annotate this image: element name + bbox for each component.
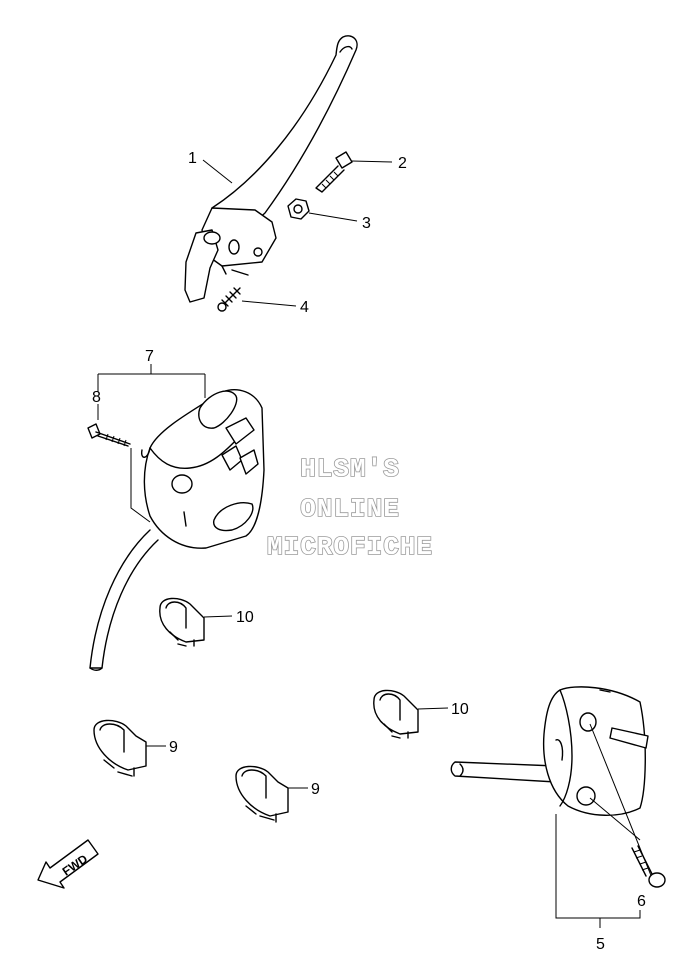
watermark-line-3: MICROFICHE (267, 532, 433, 562)
callout-10-upper: 10 (236, 609, 254, 626)
clamp-10-upper (159, 597, 205, 647)
callout-9-center: 9 (311, 781, 320, 798)
watermark-line-1: HLSM'S (300, 454, 400, 484)
callout-7: 7 (145, 348, 154, 365)
brake-lever (184, 35, 358, 303)
callout-2: 2 (398, 155, 407, 172)
callout-3: 3 (362, 215, 371, 232)
clamp-9-center (235, 765, 289, 823)
callout-4: 4 (300, 299, 309, 316)
watermark-line-2: ONLINE (300, 494, 400, 524)
adjuster-spring (217, 287, 241, 312)
pivot-nut (287, 198, 310, 220)
callout-8: 8 (92, 389, 101, 406)
switch-screw (87, 423, 131, 447)
clamp-9-left (93, 719, 147, 777)
right-switch-screw (589, 723, 666, 888)
clamp-10-right (373, 689, 419, 739)
left-switch-housing (140, 389, 265, 549)
callout-5: 5 (596, 936, 605, 953)
lever-pivot-bolt (315, 151, 353, 193)
callout-1: 1 (188, 150, 197, 167)
forward-direction-arrow: FWD (37, 839, 99, 889)
callout-10-right: 10 (451, 701, 469, 718)
callout-9-left: 9 (169, 739, 178, 756)
right-switch-housing (542, 686, 649, 816)
callout-6: 6 (637, 893, 646, 910)
